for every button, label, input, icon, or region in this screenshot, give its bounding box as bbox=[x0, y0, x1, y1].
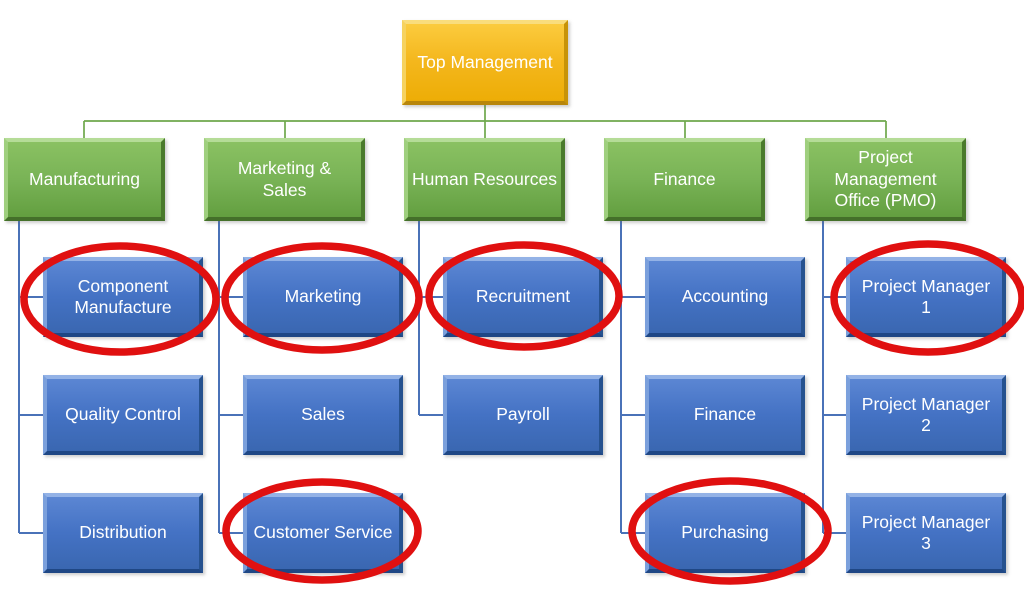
org-node-component-manufacture: Component Manufacture bbox=[43, 257, 203, 337]
connector-human-resources-children bbox=[418, 221, 443, 416]
org-node-marketing: Marketing bbox=[243, 257, 403, 337]
org-node-marketing-sales: Marketing & Sales bbox=[204, 138, 365, 221]
connector-finance-children bbox=[620, 221, 645, 534]
org-node-accounting: Accounting bbox=[645, 257, 805, 337]
org-node-top-management: Top Management bbox=[402, 20, 568, 105]
connector-pmo-children bbox=[822, 221, 846, 534]
org-node-distribution: Distribution bbox=[43, 493, 203, 573]
org-node-pmo: Project Management Office (PMO) bbox=[805, 138, 966, 221]
org-node-customer-service: Customer Service bbox=[243, 493, 403, 573]
org-node-finance-unit: Finance bbox=[645, 375, 805, 455]
connector-manufacturing-children bbox=[18, 221, 43, 534]
org-node-recruitment: Recruitment bbox=[443, 257, 603, 337]
connector-marketing-sales-children bbox=[218, 221, 243, 534]
org-node-manufacturing: Manufacturing bbox=[4, 138, 165, 221]
org-node-payroll: Payroll bbox=[443, 375, 603, 455]
connector-top-to-departments bbox=[83, 104, 887, 138]
org-node-project-manager-1: Project Manager 1 bbox=[846, 257, 1006, 337]
org-node-purchasing: Purchasing bbox=[645, 493, 805, 573]
org-node-finance: Finance bbox=[604, 138, 765, 221]
org-node-human-resources: Human Resources bbox=[404, 138, 565, 221]
org-node-sales: Sales bbox=[243, 375, 403, 455]
org-node-project-manager-2: Project Manager 2 bbox=[846, 375, 1006, 455]
org-node-project-manager-3: Project Manager 3 bbox=[846, 493, 1006, 573]
org-node-quality-control: Quality Control bbox=[43, 375, 203, 455]
